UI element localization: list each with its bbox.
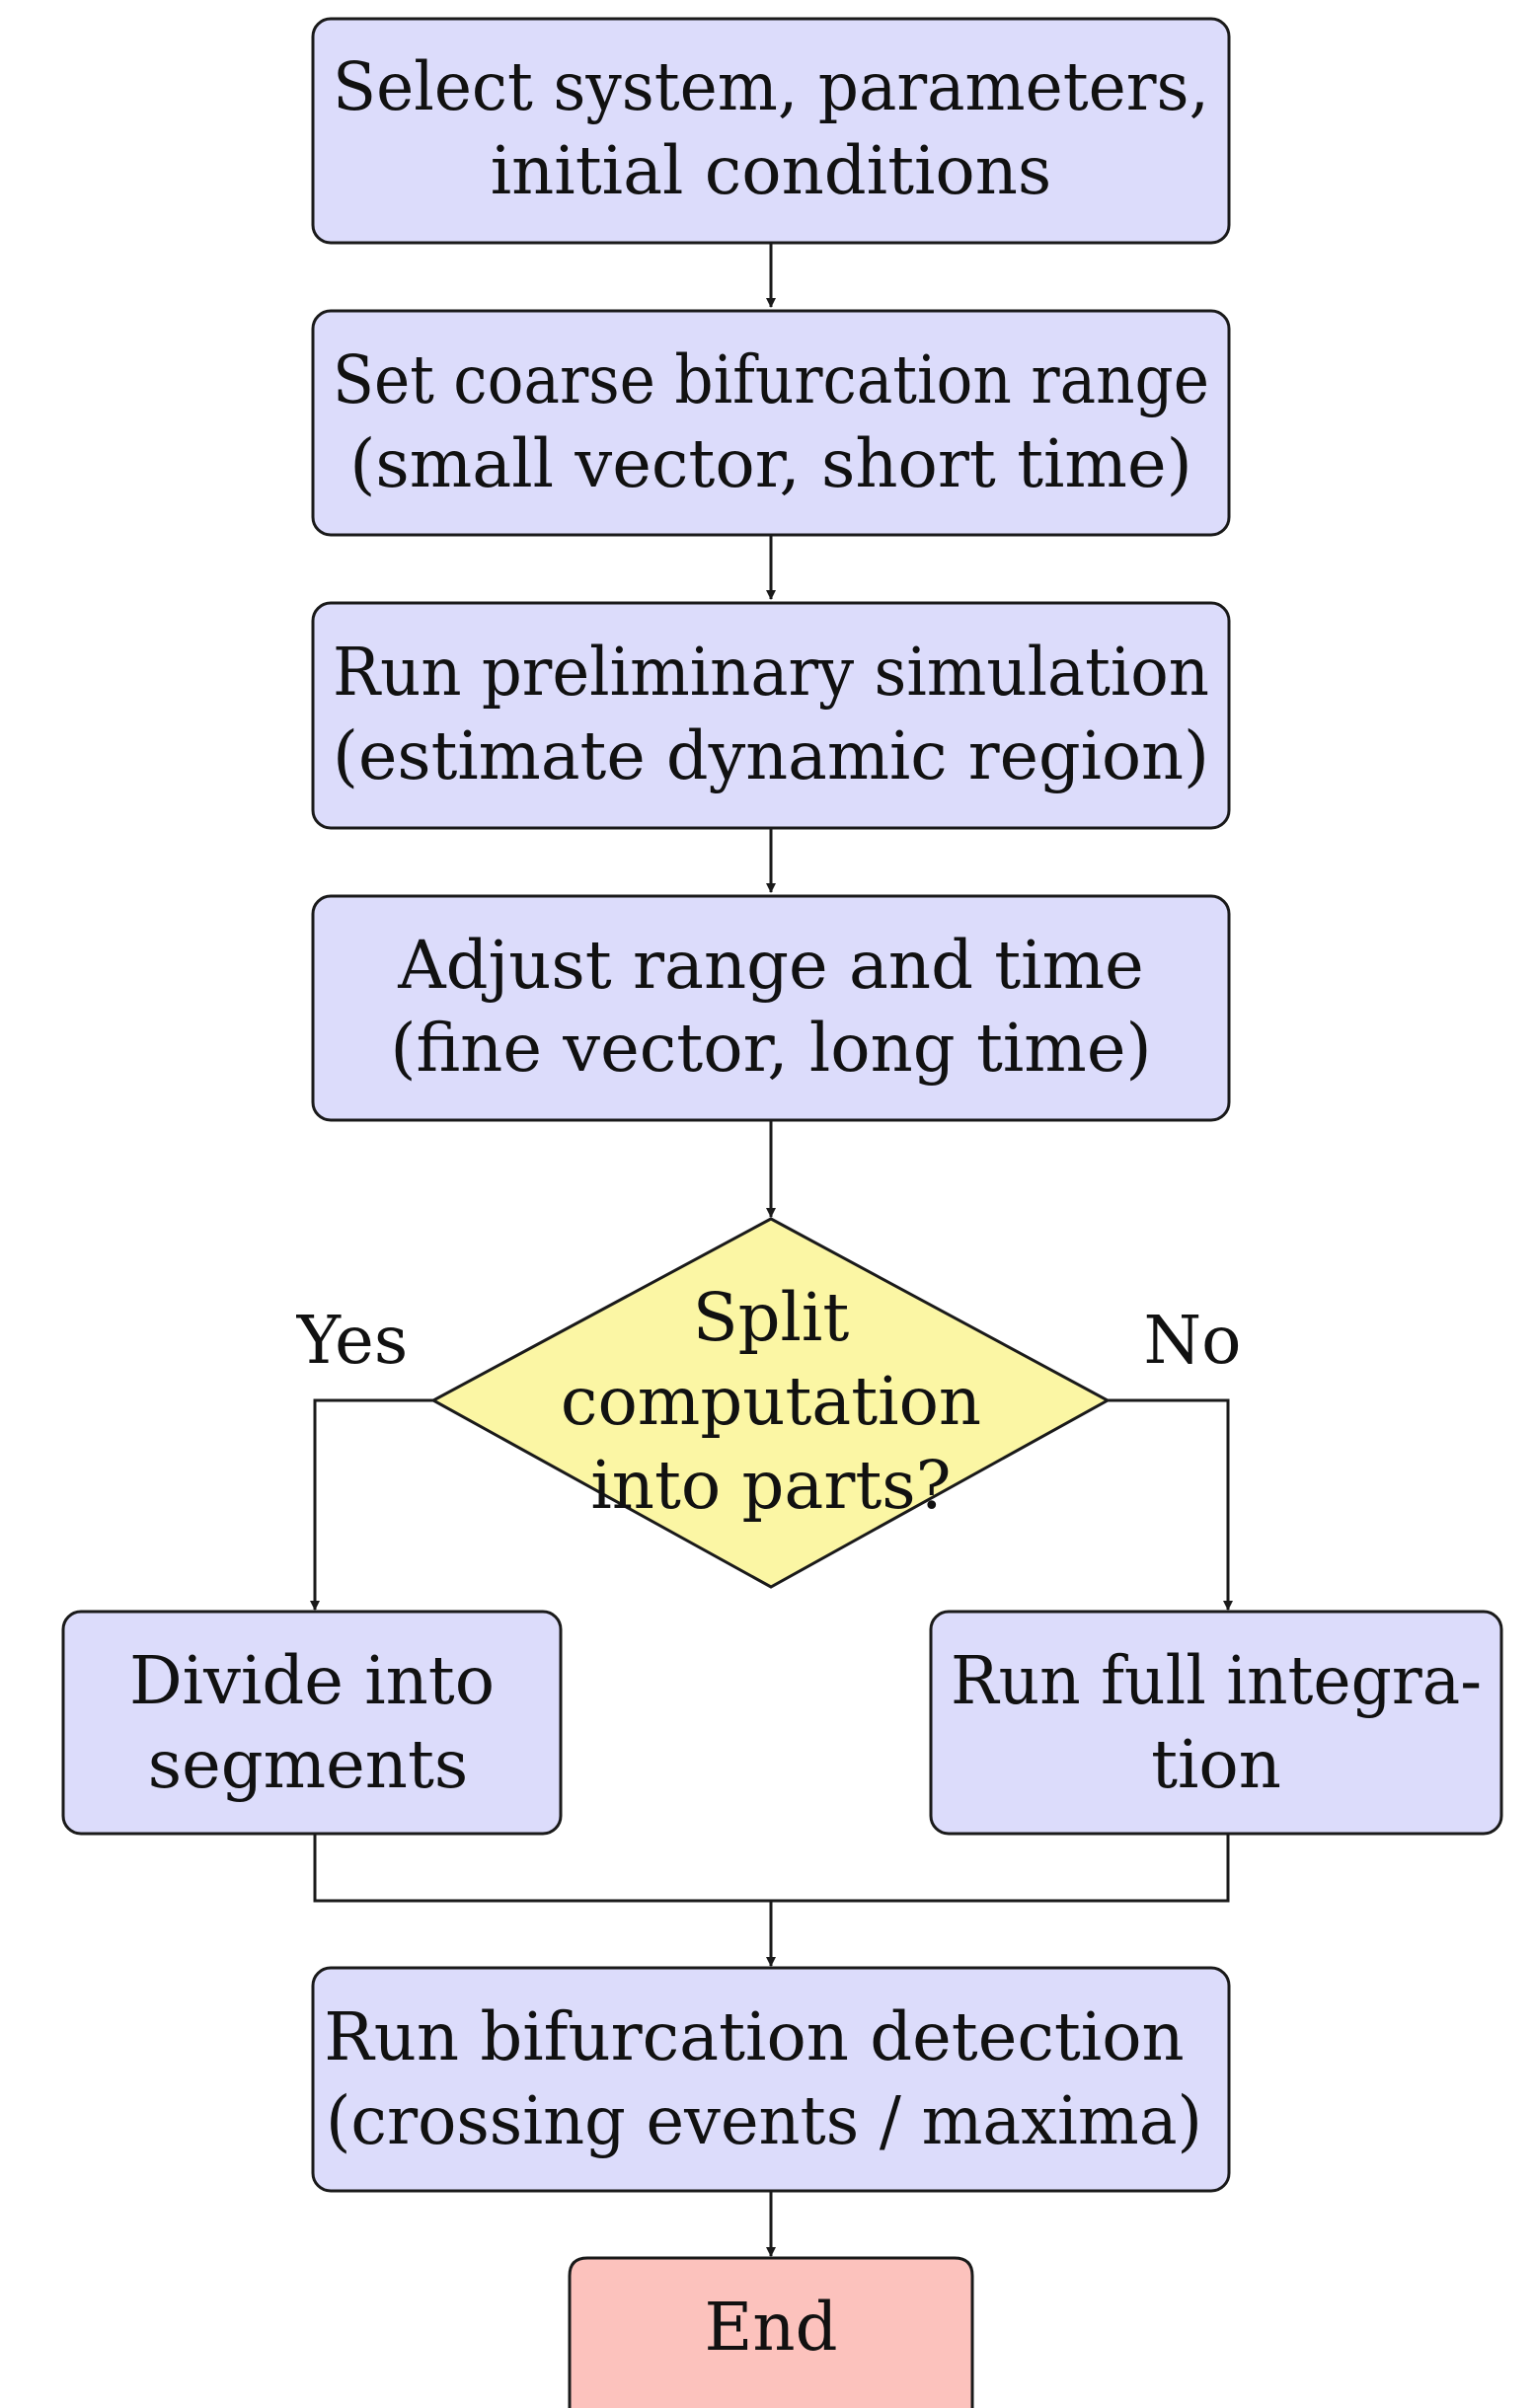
node-adjust-range-line1: Adjust range and time xyxy=(397,927,1144,1004)
node-coarse-range: Set coarse bifurcation range (small vect… xyxy=(311,309,1231,537)
node-coarse-range-line1: Set coarse bifurcation range xyxy=(333,341,1209,418)
node-full-integration-box xyxy=(929,1610,1503,1836)
node-decision-split-diamond xyxy=(429,1217,1112,1589)
node-coarse-range-box xyxy=(311,309,1231,537)
node-decision-split: Split computation into parts? xyxy=(429,1217,1112,1589)
node-select-system-line1: Select system, parameters, xyxy=(333,48,1209,125)
connectors xyxy=(310,243,1233,2257)
arrow-decision-yes-to-divide xyxy=(310,1398,433,1611)
node-preliminary-simulation-line1: Run preliminary simulation xyxy=(333,634,1209,711)
node-preliminary-simulation: Run preliminary simulation (estimate dyn… xyxy=(311,601,1231,830)
node-select-system-box xyxy=(311,17,1231,245)
node-coarse-range-line2: (small vector, short time) xyxy=(349,425,1192,502)
node-divide-segments-box xyxy=(61,1610,563,1836)
node-adjust-range: Adjust range and time (fine vector, long… xyxy=(311,894,1231,1122)
node-full-integration-line2: tion xyxy=(1151,1726,1281,1803)
node-divide-segments-line2: segments xyxy=(148,1726,469,1803)
node-select-system: Select system, parameters, initial condi… xyxy=(311,17,1231,245)
node-bifurcation-detection-line2: (crossing events / maxima) xyxy=(326,2082,1202,2159)
node-end: End xyxy=(568,2256,974,2408)
node-divide-segments-line1: Divide into xyxy=(129,1642,495,1719)
node-end-box xyxy=(568,2256,974,2408)
node-full-integration-line1: Run full integra- xyxy=(951,1642,1482,1719)
node-adjust-range-line2: (fine vector, long time) xyxy=(390,1010,1151,1087)
node-full-integration: Run full integra- tion xyxy=(929,1610,1503,1836)
node-decision-split-line1: Split xyxy=(693,1279,850,1356)
node-adjust-range-box xyxy=(311,894,1231,1122)
node-preliminary-simulation-box xyxy=(311,601,1231,830)
merge-line xyxy=(313,1834,1230,1903)
node-end-label: End xyxy=(705,2289,838,2366)
node-select-system-line2: initial conditions xyxy=(491,132,1052,209)
node-decision-split-line3: into parts? xyxy=(590,1447,951,1524)
edge-label-yes: Yes xyxy=(296,1302,408,1379)
node-divide-segments: Divide into segments xyxy=(61,1610,563,1836)
node-preliminary-simulation-line2: (estimate dynamic region) xyxy=(333,717,1209,794)
node-bifurcation-detection-line1: Run bifurcation detection xyxy=(324,1998,1184,2075)
node-decision-split-line2: computation xyxy=(561,1363,981,1440)
edge-label-no: No xyxy=(1144,1302,1242,1379)
arrow-decision-no-to-full xyxy=(1108,1398,1233,1611)
node-bifurcation-detection: Run bifurcation detection (crossing even… xyxy=(311,1966,1231,2193)
node-bifurcation-detection-box xyxy=(311,1966,1231,2193)
